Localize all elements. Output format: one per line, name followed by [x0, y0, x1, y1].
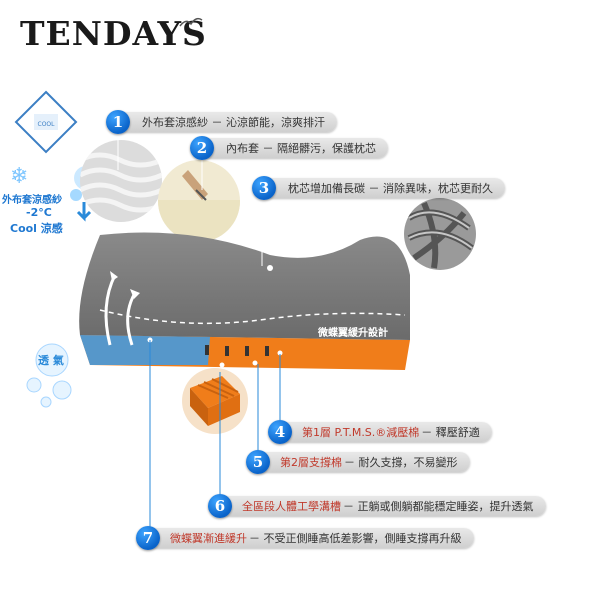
feature-row-4: 4 第1層 P.T.M.S.®減壓棉 － 釋壓舒適 — [268, 420, 492, 444]
support-foam-thumbnail — [182, 368, 248, 434]
badge-temp-label: -2°C — [26, 206, 52, 219]
breathable-label: 透 氣 — [38, 354, 64, 367]
pillow-illustration — [79, 232, 411, 370]
feature-number-badge: 4 — [268, 420, 292, 444]
badge-cool-yarn-label: 外布套涼感紗 — [2, 195, 62, 206]
feature-number-badge: 2 — [190, 136, 214, 160]
feature-row-1: 1 外布套涼感紗 － 沁涼節能，涼爽排汗 — [106, 110, 337, 134]
feature-row-3: 3 枕芯增加備長碳 － 消除異味，枕芯更耐久 — [252, 176, 505, 200]
feature-text: 內布套 － 隔絕髒污，保護枕芯 — [226, 142, 376, 155]
feature-number-badge: 1 — [106, 110, 130, 134]
cooling-badge-diamond: COOL — [14, 90, 78, 154]
feature-row-2: 2 內布套 － 隔絕髒污，保護枕芯 — [190, 136, 388, 160]
feature-number-badge: 7 — [136, 526, 160, 550]
snowflake-icon: ❄ — [10, 164, 29, 189]
feature-row-7: 7 微蝶翼漸進緩升 － 不受正側睡高低差影響，側睡支撐再升級 — [136, 526, 474, 550]
pillow-design-label: 微蝶翼緩升設計 — [318, 328, 388, 339]
feature-text: 外布套涼感紗 － 沁涼節能，涼爽排汗 — [142, 116, 325, 129]
fabric-texture-thumbnail — [80, 140, 162, 222]
charcoal-fiber-thumbnail — [404, 198, 476, 270]
feature-number-badge: 6 — [208, 494, 232, 518]
badge-cool-label: Cool 涼感 — [10, 222, 63, 235]
feature-text: － 耐久支撐，不易變形 — [344, 456, 458, 469]
feature-row-5: 5 第2層支撐棉 － 耐久支撐，不易變形 — [246, 450, 470, 474]
feature-number-badge: 3 — [252, 176, 276, 200]
feature-text: － 釋壓舒適 — [421, 426, 480, 439]
feature-text: － 正躺或側躺都能穩定睡姿，提升透氣 — [343, 500, 534, 513]
feature-number-badge: 5 — [246, 450, 270, 474]
brand-logo: TENDAYS — [20, 14, 207, 53]
bird-icon — [179, 17, 203, 27]
feature-text: 枕芯增加備長碳 － 消除異味，枕芯更耐久 — [288, 182, 493, 195]
inner-cover-thumbnail — [158, 160, 240, 242]
feature-row-6: 6 全區段人體工學溝槽 － 正躺或側躺都能穩定睡姿，提升透氣 — [208, 494, 546, 518]
feature-text: － 不受正側睡高低差影響，側睡支撐再升級 — [249, 532, 462, 545]
svg-text:COOL: COOL — [38, 121, 56, 128]
air-bubbles-icon — [26, 343, 72, 408]
